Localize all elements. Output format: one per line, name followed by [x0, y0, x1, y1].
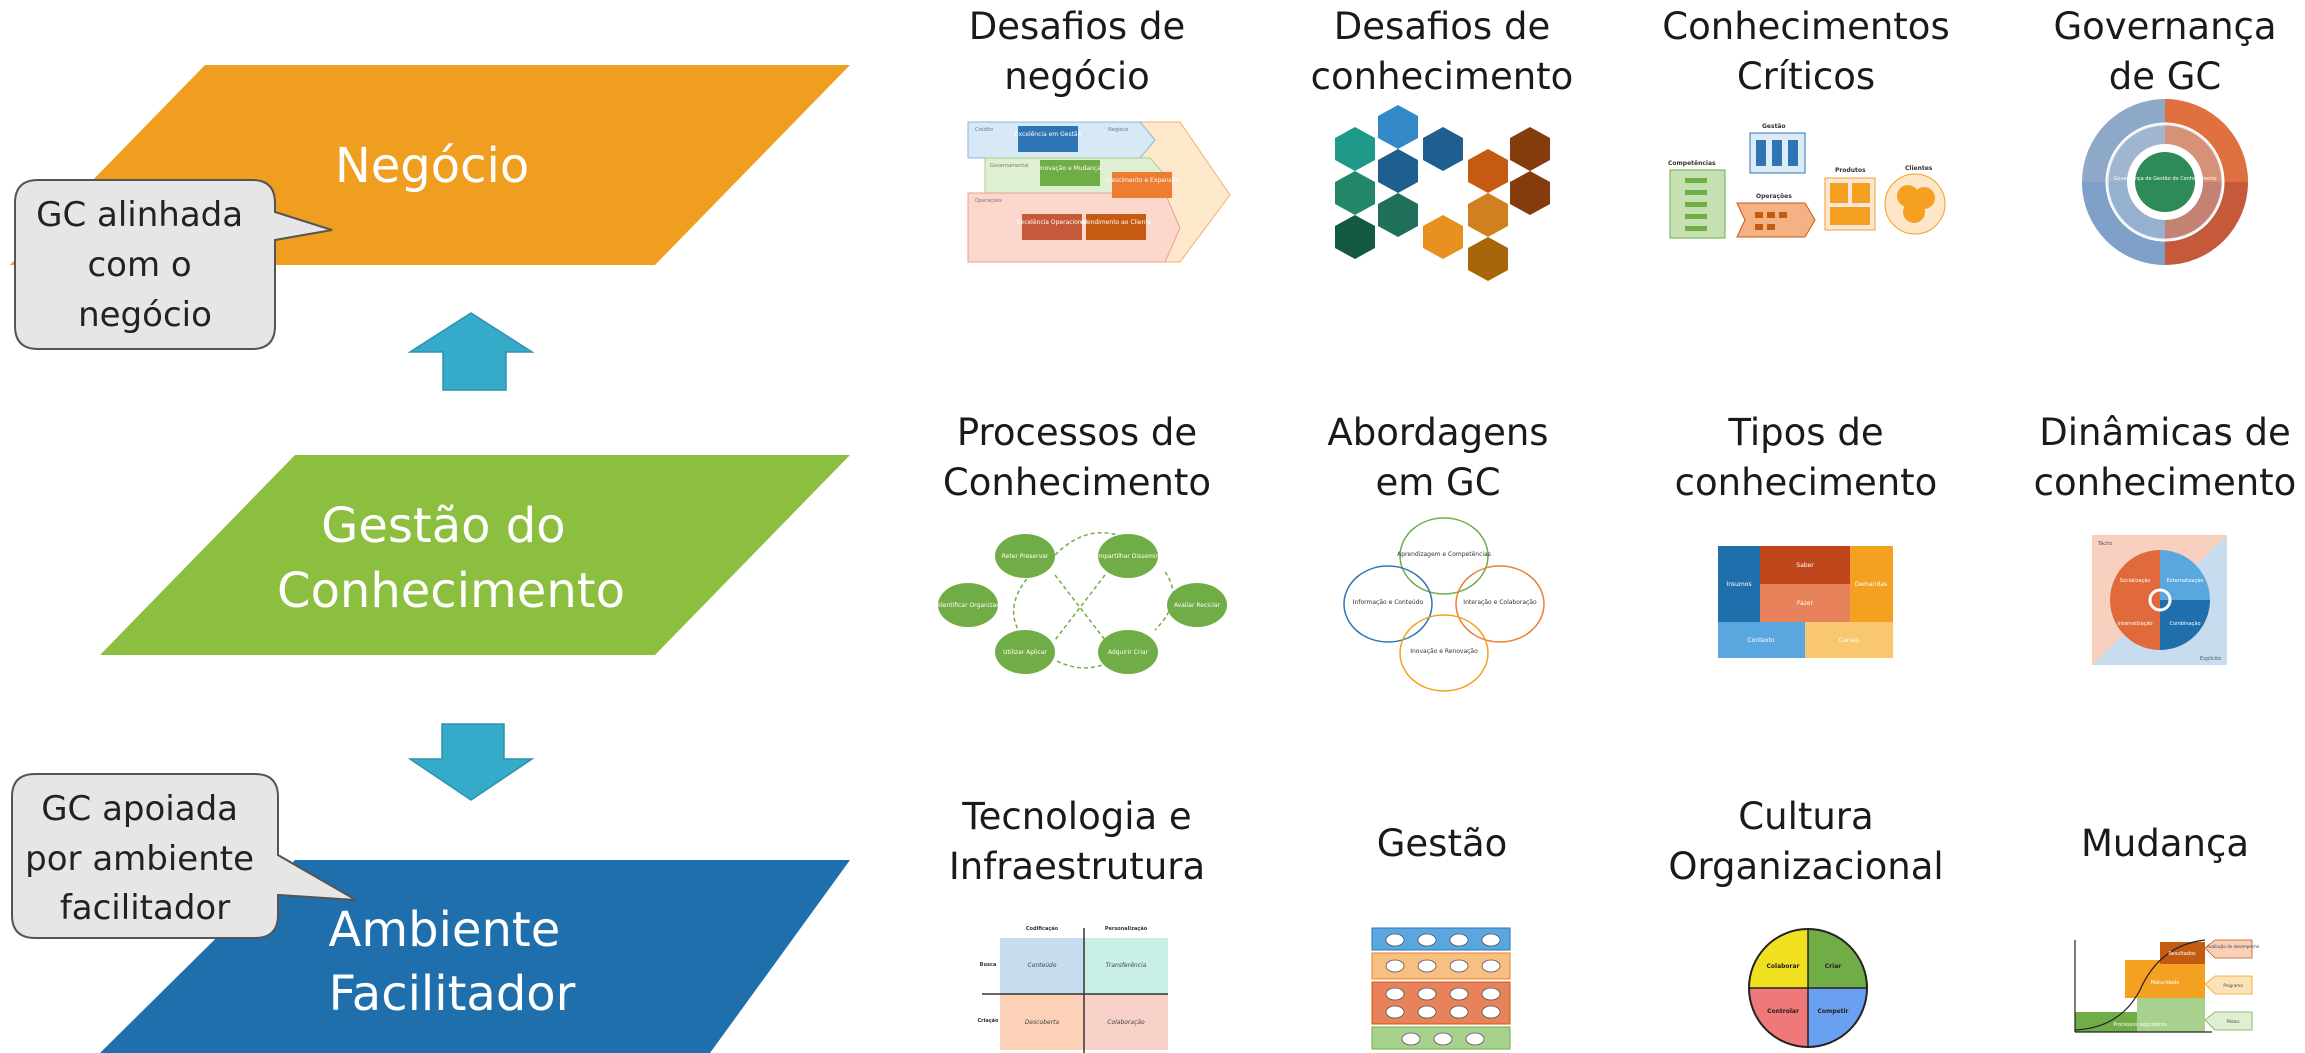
knowledge-dynamics-thumbnail: Socialização Externalização Internalizaç…	[2092, 535, 2227, 665]
callout-aligned: GC alinhada com o negócio	[14, 179, 333, 350]
svg-text:Inovação e Mudança: Inovação e Mudança	[1039, 165, 1101, 172]
enabler-layer: Ambiente Facilitador	[100, 860, 850, 1053]
change-thumbnail: Resultados Maturidade Processos seguidor…	[2074, 939, 2260, 1033]
svg-text:Atendimento ao Cliente: Atendimento ao Cliente	[1081, 219, 1152, 226]
svg-text:Gestão do Conhecimento: Gestão do Conhecimento	[277, 498, 625, 619]
svg-text:Busca: Busca	[980, 962, 997, 968]
svg-text:Informação e Conteúdo: Informação e Conteúdo	[1353, 599, 1424, 606]
title-change: Mudança	[2081, 822, 2249, 865]
svg-text:Explícito: Explícito	[2200, 655, 2221, 662]
svg-text:Ambiente Facilitador: Ambiente Facilitador	[329, 902, 576, 1022]
svg-text:Maturidade: Maturidade	[2151, 980, 2179, 986]
svg-text:Interação e Colaboração: Interação e Colaboração	[1463, 599, 1537, 606]
svg-text:Programa: Programa	[2223, 983, 2243, 988]
svg-text:GC alinhada com o: GC alinhada com o negócio	[36, 195, 254, 335]
svg-text:Tácito: Tácito	[2097, 540, 2112, 547]
svg-text:Negócio: Negócio	[335, 138, 529, 194]
svg-text:Identificar Organizar: Identificar Organizar	[937, 602, 999, 609]
svg-text:Combinação: Combinação	[2169, 621, 2200, 627]
svg-text:Operações: Operações	[975, 198, 1002, 204]
svg-text:Insumos: Insumos	[1726, 581, 1751, 588]
svg-text:Reter Preservar: Reter Preservar	[1002, 553, 1049, 560]
svg-text:Demandas: Demandas	[1855, 581, 1887, 588]
svg-text:Colaborar: Colaborar	[1766, 963, 1799, 970]
callout-supported: GC apoiada por ambiente facilitador	[11, 773, 357, 939]
svg-text:Resultados: Resultados	[2168, 951, 2196, 957]
knowledge-types-thumbnail: Saber Insumos Demandas Fazer Contexto Ca…	[1718, 546, 1893, 658]
svg-text:Descoberta: Descoberta	[1025, 1019, 1060, 1026]
critical-knowledge-thumbnail: Competências Gestão Operações Produtos C…	[1668, 123, 1946, 239]
svg-text:Controlar: Controlar	[1767, 1008, 1799, 1015]
org-culture-thumbnail: Colaborar Criar Controlar Competir	[1748, 928, 1868, 1048]
svg-text:Competir: Competir	[1817, 1008, 1848, 1015]
svg-text:Processos seguidores: Processos seguidores	[2113, 1022, 2167, 1028]
svg-text:Governança de Gestão do Conhec: Governança de Gestão do Conhecimento	[2114, 176, 2217, 182]
svg-text:Crescimento e Expansão: Crescimento e Expansão	[1105, 177, 1180, 184]
knowledge-challenges-thumbnail	[1335, 105, 1550, 281]
km-layer: Gestão do Conhecimento	[100, 455, 850, 655]
svg-text:Adquirir Criar: Adquirir Criar	[1108, 649, 1149, 656]
svg-text:Negócio: Negócio	[1108, 126, 1128, 133]
svg-text:Codificação: Codificação	[1026, 926, 1059, 932]
title-management: Gestão	[1376, 822, 1508, 865]
svg-text:Crédito: Crédito	[975, 126, 993, 133]
svg-text:Operações: Operações	[1756, 193, 1792, 200]
svg-text:Aprendizagem e Competências: Aprendizagem e Competências	[1397, 551, 1491, 558]
svg-text:Externalização: Externalização	[2167, 578, 2204, 584]
svg-text:Avaliação de desempenho: Avaliação de desempenho	[2207, 944, 2260, 949]
svg-text:Contexto: Contexto	[1747, 637, 1775, 644]
svg-text:Inovação e Renovação: Inovação e Renovação	[1410, 648, 1478, 655]
svg-text:Internalização: Internalização	[2117, 621, 2152, 627]
business-up-arrow	[407, 312, 535, 391]
svg-text:Pilotos: Pilotos	[2226, 1019, 2239, 1024]
svg-text:Excelência Operacional: Excelência Operacional	[1017, 219, 1087, 226]
svg-text:Compartilhar Disseminar: Compartilhar Disseminar	[1091, 553, 1166, 560]
svg-text:Avaliar Reciclar: Avaliar Reciclar	[1174, 602, 1221, 609]
management-thumbnail	[1371, 927, 1511, 1050]
svg-text:Utilizar Aplicar: Utilizar Aplicar	[1003, 649, 1047, 656]
svg-text:Canais: Canais	[1839, 637, 1859, 644]
svg-text:GC apoiada por ambiente: GC apoiada por ambiente facilitador	[25, 789, 265, 928]
knowledge-processes-thumbnail: Reter Preservar Compartilhar Disseminar …	[937, 532, 1227, 674]
svg-text:Gestão: Gestão	[1762, 123, 1786, 130]
svg-text:Colaboração: Colaboração	[1107, 1019, 1145, 1026]
svg-text:Criação: Criação	[978, 1018, 1000, 1024]
km-governance-thumbnail: Governança de Gestão do Conhecimento	[2082, 99, 2248, 265]
svg-text:Governamental: Governamental	[990, 163, 1029, 169]
svg-text:Saber: Saber	[1796, 562, 1814, 569]
business-challenges-thumbnail: Excelência em Gestão Inovação e Mudança …	[967, 121, 1231, 263]
svg-text:Socialização: Socialização	[2120, 578, 2151, 584]
km-approaches-thumbnail: Aprendizagem e Competências Informação e…	[1343, 517, 1545, 692]
svg-text:Clientes: Clientes	[1905, 165, 1933, 172]
svg-text:Produtos: Produtos	[1835, 167, 1866, 174]
svg-text:Conteúdo: Conteúdo	[1028, 962, 1057, 969]
svg-text:Competências: Competências	[1668, 160, 1716, 167]
svg-text:Transferência: Transferência	[1106, 962, 1147, 969]
enabler-down-arrow	[407, 723, 535, 801]
svg-text:Excelência em Gestão: Excelência em Gestão	[1015, 131, 1082, 138]
svg-text:Criar: Criar	[1825, 963, 1841, 970]
svg-text:Fazer: Fazer	[1797, 600, 1813, 607]
technology-infrastructure-thumbnail: Conteúdo Transferência Descoberta Colabo…	[978, 926, 1168, 1053]
svg-text:Personalização: Personalização	[1105, 926, 1148, 932]
